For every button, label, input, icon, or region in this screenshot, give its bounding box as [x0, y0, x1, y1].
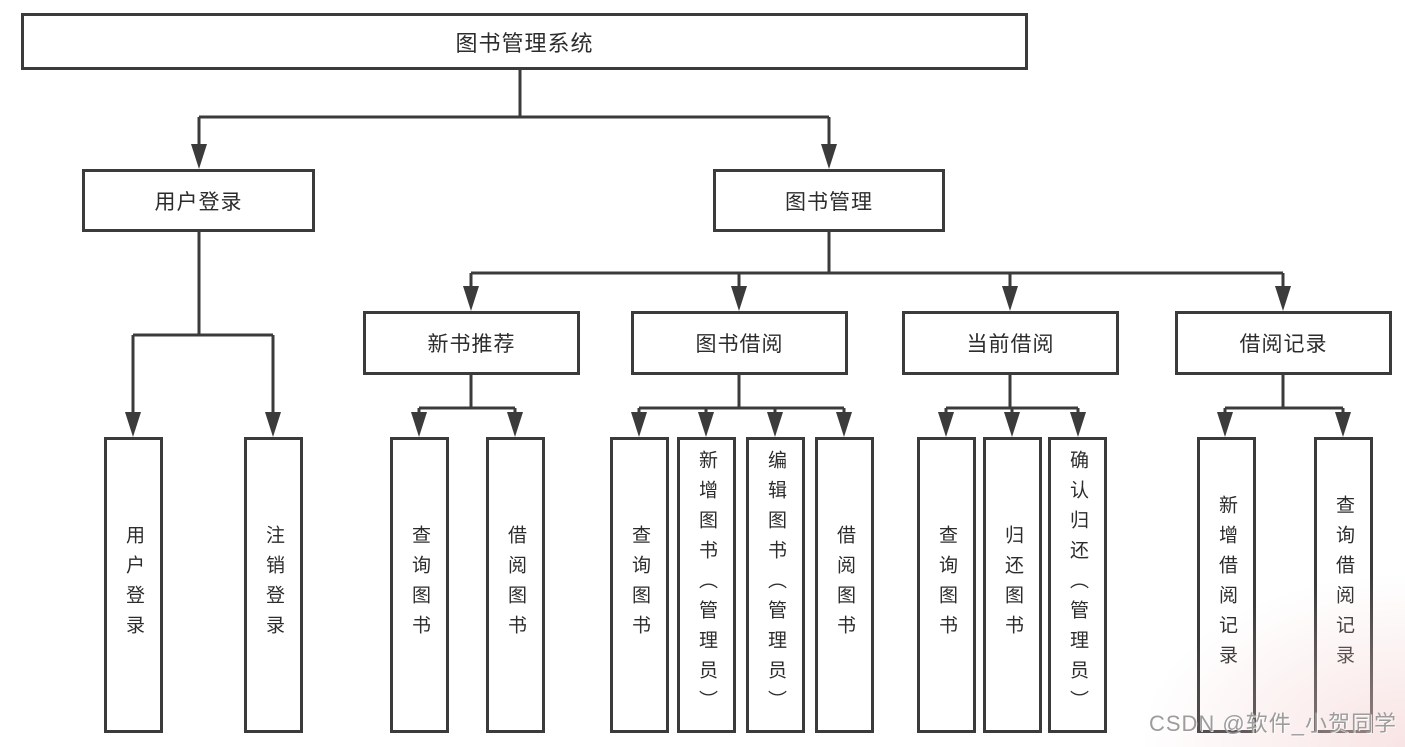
node-label: 用户登录: [123, 525, 144, 645]
node-label: 借阅图书: [834, 525, 855, 645]
node-label: 注销登录: [263, 525, 284, 645]
node-label: 图书借阅: [695, 333, 784, 356]
node-user-login: 用户登录: [104, 437, 163, 733]
node-label: 图书管理: [785, 190, 873, 214]
node-user-login-group: 用户登录: [82, 169, 315, 232]
node-borrow-books-1: 借阅图书: [486, 437, 545, 733]
node-label: 当前借阅: [966, 333, 1055, 356]
node-label: 查询图书: [936, 525, 957, 645]
node-label: 借阅图书: [505, 525, 526, 645]
node-label: 新增图书（管理员）: [696, 450, 717, 720]
node-label: 新书推荐: [427, 333, 516, 356]
node-label: 新增借阅记录: [1216, 495, 1237, 675]
node-query-borrow-record: 查询借阅记录: [1314, 437, 1373, 733]
node-label: 编辑图书（管理员）: [765, 450, 786, 720]
node-borrow-records: 借阅记录: [1175, 311, 1392, 375]
node-label: 确认归还（管理员）: [1067, 450, 1088, 720]
node-label: 归还图书: [1002, 525, 1023, 645]
node-query-books-3: 查询图书: [917, 437, 976, 733]
node-query-books-2: 查询图书: [610, 437, 669, 733]
node-label: 图书管理系统: [455, 30, 594, 56]
node-confirm-return-admin: 确认归还（管理员）: [1048, 437, 1107, 733]
node-book-borrow: 图书借阅: [631, 311, 848, 375]
node-borrow-books-2: 借阅图书: [815, 437, 874, 733]
watermark: CSDN @软件_小贺同学: [1148, 711, 1397, 736]
node-label: 查询图书: [629, 525, 650, 645]
node-current-borrow: 当前借阅: [902, 311, 1119, 375]
node-new-book-recommend: 新书推荐: [363, 311, 580, 375]
node-return-books: 归还图书: [983, 437, 1042, 733]
node-label: 借阅记录: [1239, 333, 1328, 356]
node-label: 查询借阅记录: [1333, 495, 1354, 675]
arrowheads: [125, 144, 1351, 437]
node-logout: 注销登录: [244, 437, 303, 733]
node-edit-books-admin: 编辑图书（管理员）: [746, 437, 805, 733]
node-add-books-admin: 新增图书（管理员）: [677, 437, 736, 733]
node-book-management: 图书管理: [713, 169, 945, 232]
node-add-borrow-record: 新增借阅记录: [1197, 437, 1256, 733]
node-label: 查询图书: [409, 525, 430, 645]
node-query-books-1: 查询图书: [390, 437, 449, 733]
node-label: 用户登录: [154, 190, 243, 214]
node-library-management-system: 图书管理系统: [21, 13, 1028, 70]
